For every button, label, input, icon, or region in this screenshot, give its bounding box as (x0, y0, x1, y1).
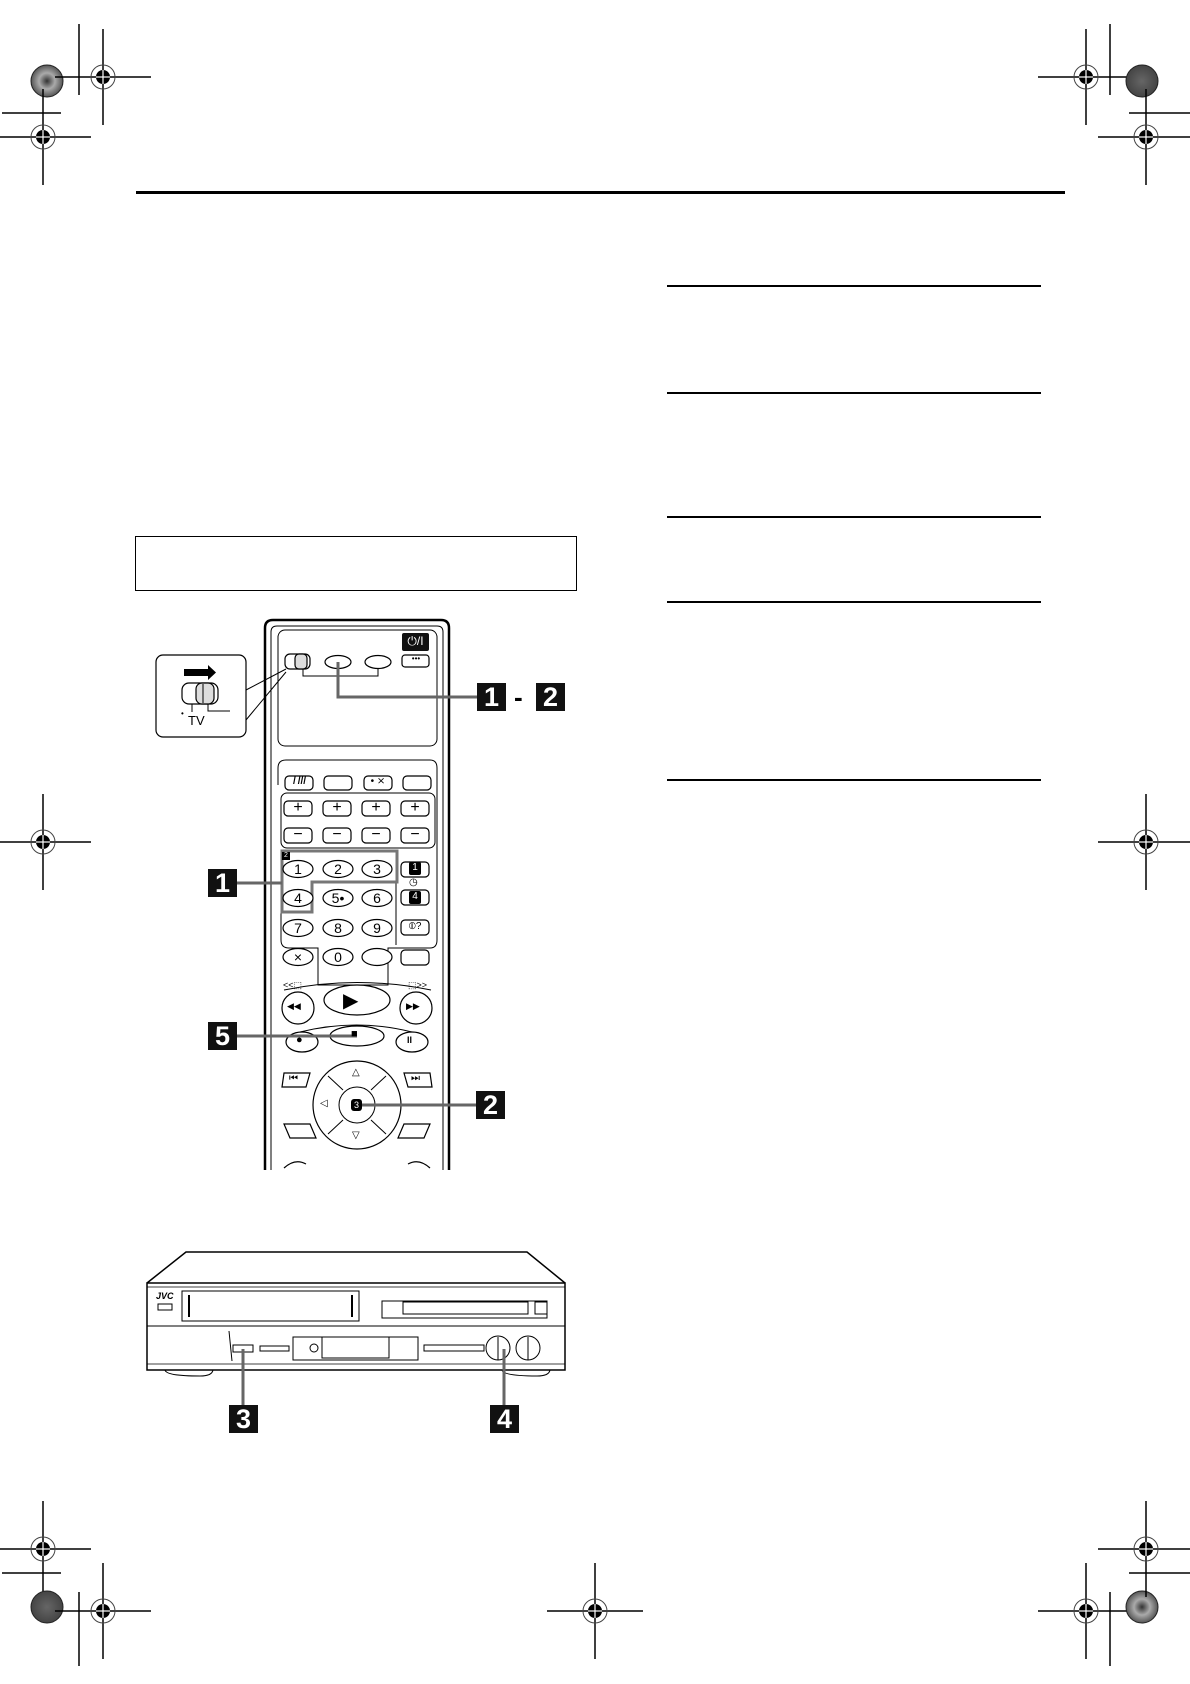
step-range-dash: - (514, 682, 523, 712)
side-key-timer: ⦶? (408, 921, 422, 932)
color-target-icon (1125, 64, 1159, 98)
timer-icon: ◷ (409, 877, 418, 888)
power-button: ⏻/I (407, 634, 424, 648)
stop-icon: ■ (351, 1028, 358, 1040)
plus-label: + (371, 799, 381, 816)
section-divider (667, 601, 1041, 603)
minus-label: − (371, 826, 381, 843)
plus-label: + (293, 799, 303, 816)
side-key-1: 1 (409, 862, 421, 875)
step-badge-5: 5 (208, 1022, 237, 1051)
key-3: 3 (373, 861, 381, 877)
key-0: 0 (334, 949, 342, 965)
section-divider (667, 392, 1041, 394)
section-divider (667, 285, 1041, 287)
pause-icon: II (407, 1035, 413, 1045)
up-icon: △ (352, 1067, 360, 1078)
deck-brand-logo: JVC (156, 1291, 174, 1301)
step-badge-2: 2 (536, 683, 565, 712)
play-icon: ▶ (343, 990, 359, 1012)
plus-label: + (332, 799, 342, 816)
note-box (135, 536, 577, 591)
left-icon: ◁ (320, 1098, 328, 1109)
prev-icon: ⏮ (289, 1073, 298, 1084)
step-badge-4: 4 (490, 1405, 519, 1434)
rewind-icon: ◀◀ (287, 1001, 301, 1011)
key-2: 2 (334, 861, 342, 877)
ok-button: 3 (351, 1099, 362, 1111)
key-1: 1 (294, 861, 302, 877)
step-badge-1: 1 (477, 683, 506, 712)
record-icon: ● (296, 1034, 303, 1046)
fast-forward-icon: ▶▶ (406, 1001, 420, 1011)
tv-switch-label: TV (188, 713, 205, 728)
section-divider (667, 516, 1041, 518)
color-target-icon (30, 1590, 64, 1624)
minus-label: − (293, 826, 303, 843)
key-5: 5• (331, 890, 345, 906)
minus-label: − (332, 826, 342, 843)
row-button-label: • ⨯ (370, 776, 386, 787)
key-9: 9 (373, 920, 381, 936)
step-badge-3: 3 (229, 1405, 258, 1434)
down-icon: ▽ (352, 1130, 360, 1141)
section-divider (667, 779, 1041, 781)
key-8: 8 (334, 920, 342, 936)
key-6: 6 (373, 890, 381, 906)
key-7: 7 (294, 920, 302, 936)
key-4: 4 (294, 890, 302, 906)
tv-dot: • (181, 709, 184, 718)
next-icon: ⏭ (411, 1073, 420, 1084)
step-badge-2: 2 (476, 1091, 505, 1120)
minus-label: − (410, 826, 420, 843)
key-cancel: × (293, 949, 303, 965)
ff-caption: ⬚>> (408, 980, 428, 990)
dots-button: ••• (411, 654, 421, 663)
color-target-icon (30, 64, 64, 98)
header-rule (136, 191, 1065, 194)
rew-caption: <<⬚ (283, 980, 303, 990)
color-target-icon (1125, 1590, 1159, 1624)
small-key-2: 2 (282, 852, 290, 860)
plus-label: + (410, 799, 420, 816)
side-key-4: 4 (409, 891, 421, 904)
row-button-label: / /// (292, 776, 307, 787)
step-badge-1: 1 (208, 869, 237, 898)
